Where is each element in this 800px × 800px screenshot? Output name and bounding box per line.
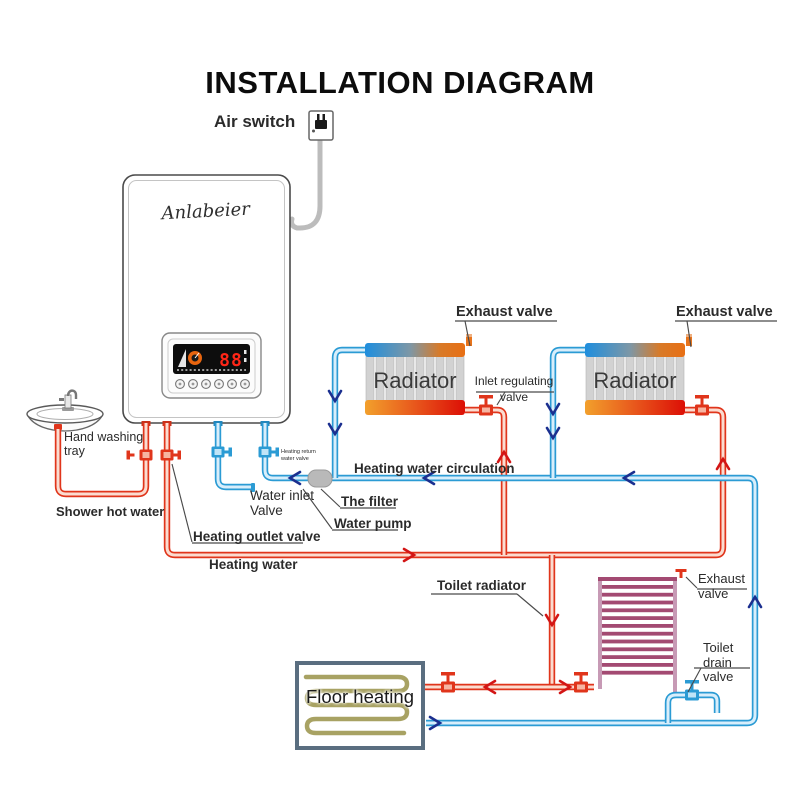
label-heating-water: Heating water xyxy=(209,557,298,572)
toilet-drain-valve[interactable] xyxy=(685,680,699,701)
boiler-display-digits: 88 xyxy=(219,350,243,371)
boiler-control-panel: 88 xyxy=(161,332,262,399)
label-heating-return-water-valve: Heating return water valve xyxy=(281,449,316,462)
boiler-display xyxy=(173,344,250,374)
hand-washing-tray xyxy=(26,389,104,432)
filter-capsule xyxy=(307,469,333,488)
floor-heating-coil xyxy=(303,674,410,736)
shower-hot-water-valve[interactable] xyxy=(126,449,153,461)
heating-return-water-valve[interactable] xyxy=(258,446,280,458)
toilet-radiator xyxy=(598,569,687,697)
air-switch-icon xyxy=(308,110,334,141)
radiator-1 xyxy=(365,334,472,415)
toilet-radiator-inlet-valve[interactable] xyxy=(574,672,588,693)
radiator2-inlet-valve[interactable] xyxy=(695,395,709,416)
label-toilet-drain-valve: Toilet drain valve xyxy=(703,640,734,685)
label-floor-heating: Floor heating xyxy=(306,686,414,707)
label-water-inlet-valve: Water inlet Valve xyxy=(250,488,315,519)
label-toilet-exhaust-valve: Exhaust valve xyxy=(698,571,745,601)
label-exhaust-valve-2: Exhaust valve xyxy=(676,304,773,320)
power-cable xyxy=(289,136,323,231)
hot-water-pipes xyxy=(58,410,723,687)
label-air-switch: Air switch xyxy=(214,112,296,131)
radiator-2 xyxy=(585,334,692,415)
toilet-exhaust-valve[interactable] xyxy=(675,569,687,578)
label-radiator-2: Radiator xyxy=(593,368,677,393)
water-inlet-valve[interactable] xyxy=(211,446,233,458)
heating-outlet-valve[interactable] xyxy=(160,449,182,461)
faucet-icon xyxy=(59,389,78,411)
floor-heating-valve[interactable] xyxy=(441,672,455,693)
cold-water-pipes xyxy=(218,350,755,723)
label-hand-washing-tray: Hand washing tray xyxy=(64,430,144,458)
label-shower-hot-water: Shower hot water xyxy=(56,504,165,519)
boiler-panel-buttons[interactable] xyxy=(175,379,250,389)
label-toilet-radiator: Toilet radiator xyxy=(437,578,527,593)
floor-heating-panel xyxy=(295,661,425,750)
flow-arrows xyxy=(287,389,763,731)
label-water-pump: Water pump xyxy=(334,516,412,531)
inlet-regulating-valve[interactable] xyxy=(479,395,493,416)
label-leader-lines xyxy=(171,320,777,693)
label-radiator-1: Radiator xyxy=(373,368,457,393)
label-heating-water-circulation: Heating water circulation xyxy=(354,461,515,476)
label-heating-outlet-valve: Heating outlet valve xyxy=(193,529,321,544)
label-exhaust-valve-1: Exhaust valve xyxy=(456,304,553,320)
boiler-brand-logo: Anlabeier xyxy=(159,199,252,225)
label-the-filter: The filter xyxy=(341,494,399,509)
page-title: INSTALLATION DIAGRAM xyxy=(205,64,595,100)
label-inlet-regulating-valve: Inlet regulating valve xyxy=(474,374,554,404)
boiler-unit: Anlabeier 88 xyxy=(122,174,291,426)
